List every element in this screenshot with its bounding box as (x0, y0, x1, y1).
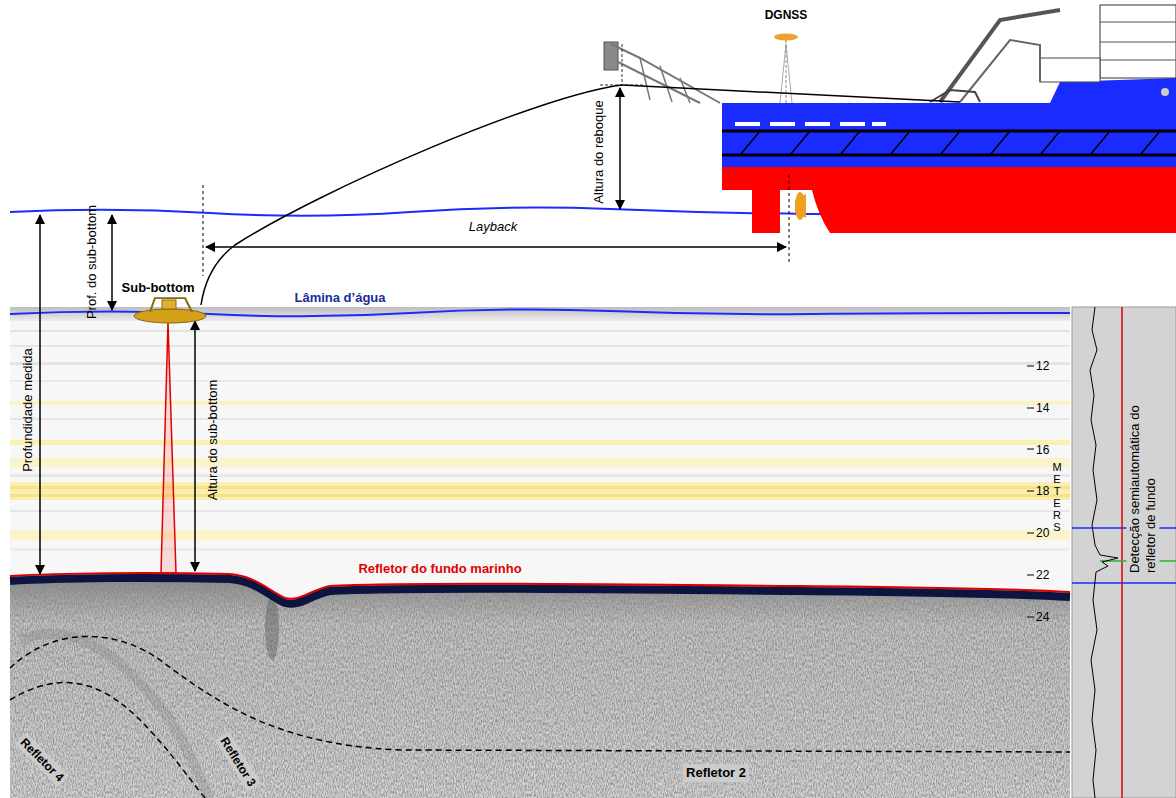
ship (752, 186, 780, 233)
axis-tick-label: 24 (1036, 610, 1049, 624)
ship (840, 131, 860, 155)
ship (790, 131, 810, 155)
ship (795, 194, 806, 218)
ship (735, 122, 760, 126)
ship (740, 131, 760, 155)
ship (1161, 88, 1169, 96)
ship (1040, 131, 1060, 155)
axis-ticks (1027, 366, 1034, 367)
ship (1100, 22, 1176, 23)
axis-ticks (1027, 617, 1034, 618)
dimension-label: Altura do reboque (591, 100, 607, 203)
ship (722, 130, 1176, 133)
ship (940, 131, 960, 155)
ship (990, 131, 1010, 155)
axis-ticks (1027, 366, 1034, 617)
detection-panel (1121, 307, 1123, 798)
axis-tick-label: 18 (1036, 484, 1049, 498)
dimension-label: Altura do sub-bottom (205, 380, 221, 501)
a-frame (622, 44, 623, 85)
detection-panel (1072, 307, 1176, 798)
dimension-label: Profundidade medida (20, 348, 36, 472)
detection-panel (1072, 527, 1176, 529)
ship (1090, 131, 1110, 155)
ship (805, 122, 830, 126)
detection-panel (1090, 307, 1118, 798)
sub-bottom-device (134, 298, 206, 323)
detection-panel (1072, 307, 1176, 798)
dimension-arrows (619, 88, 621, 209)
seismic-seabed (10, 565, 1070, 798)
axis-ticks (1027, 491, 1034, 492)
reflector-label: Refletor 3 (215, 732, 261, 793)
reflector-line (10, 683, 205, 798)
dimension-arrows (40, 88, 786, 574)
ship (735, 122, 886, 126)
dimension-arrows (206, 246, 786, 248)
sub-bottom-device (162, 300, 176, 309)
ship (722, 167, 1176, 233)
axis-ticks (1027, 449, 1034, 450)
guide-line (203, 185, 204, 276)
seismic-water-column (10, 307, 1070, 798)
axis-tick-label: 22 (1036, 568, 1049, 582)
guide-line (789, 175, 790, 265)
axis-tick-label: 20 (1036, 526, 1049, 540)
dgnss-antenna (774, 34, 798, 41)
tow-cable (622, 85, 960, 102)
tow-cable (201, 85, 622, 305)
seismic-water-column (10, 307, 1070, 798)
antenna-label: DGNSS (765, 8, 808, 22)
reflector-label: Refletor 4 (15, 733, 70, 788)
dimension-arrows (111, 215, 113, 310)
dimension-arrows (39, 215, 41, 574)
axis-tick-label: 12 (1036, 359, 1049, 373)
ship (940, 10, 1060, 102)
axis-tick-label: 14 (1036, 401, 1049, 415)
reflector-line (10, 636, 1070, 752)
sub-bottom-device (150, 298, 192, 312)
a-frame (600, 42, 720, 103)
device-label: Sub-bottom (119, 279, 198, 297)
sub-bottom-device (134, 309, 206, 323)
seabed-dark-band (10, 578, 1070, 604)
ship (1100, 42, 1176, 43)
a-frame (640, 58, 690, 103)
ship (795, 192, 805, 220)
a-frame (611, 44, 720, 103)
ship (890, 131, 910, 155)
reflector-label: Refletor do fundo marinho (358, 561, 521, 577)
ship (840, 122, 865, 126)
seismic-seabed (265, 596, 279, 660)
detection-panel (1072, 582, 1176, 584)
ship (770, 122, 795, 126)
ship (1100, 5, 1176, 78)
ship (1040, 58, 1100, 82)
axis-ticks (1027, 408, 1034, 409)
ship (1140, 131, 1160, 155)
acoustic-beam (161, 322, 176, 573)
dimension-label: Prof. do sub-bottom (84, 205, 100, 319)
ship (872, 122, 886, 126)
axis-unit-label: METERS (1052, 461, 1063, 534)
ship (722, 5, 1176, 233)
axis-ticks (1027, 533, 1034, 534)
ship (1100, 60, 1176, 61)
reflector-label: Refletor 2 (683, 764, 749, 782)
ship (740, 131, 1160, 155)
axis-tick-label: 16 (1036, 442, 1049, 456)
dimension-arrows (194, 321, 196, 571)
water-surface-label: Lâmina d’água (294, 290, 385, 306)
dimension-label: Layback (469, 219, 517, 235)
axis-ticks (1027, 575, 1034, 576)
ship (722, 78, 1176, 167)
seabed-reflector-line (10, 573, 1070, 599)
seismic-seabed (10, 565, 1070, 798)
seismic-seabed (10, 565, 1070, 798)
panel-label: Detecção semiautomática do refletor de f… (1126, 380, 1159, 576)
